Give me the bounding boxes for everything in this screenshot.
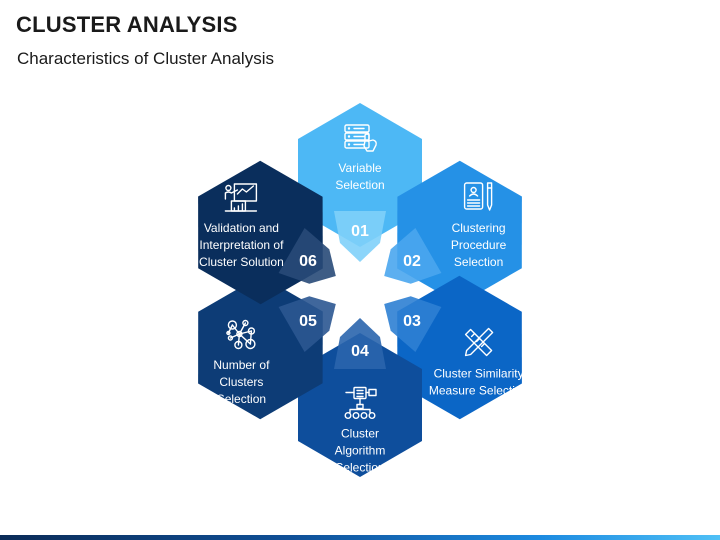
document-pen-icon xyxy=(463,182,493,211)
segment-number: 05 xyxy=(299,313,317,330)
number-tab xyxy=(334,318,386,369)
segment-label-line: Measure Selection xyxy=(429,384,528,398)
presentation-chart-icon xyxy=(224,183,258,212)
number-tab xyxy=(278,296,336,352)
segment-label-line: Cluster Solution xyxy=(199,255,284,269)
segment-label-line: Cluster xyxy=(341,427,379,441)
segment-number: 01 xyxy=(351,223,369,240)
segment-label-line: Validation and xyxy=(204,221,279,235)
segment-label-line: Interpretation of xyxy=(199,238,284,252)
number-tab xyxy=(278,228,336,284)
number-tab xyxy=(384,228,442,284)
bottom-accent-bar xyxy=(0,535,720,540)
segment-label-line: Selection xyxy=(335,461,384,475)
segment-label-line: Clusters xyxy=(219,375,263,389)
segment-label-line: Cluster Similarity xyxy=(434,367,524,381)
number-tab xyxy=(334,211,386,262)
segment-label-line: Variable xyxy=(338,161,381,175)
segment-label-line: Selection xyxy=(335,178,384,192)
segment-number: 04 xyxy=(351,343,369,360)
segment-number: 06 xyxy=(299,253,317,270)
segment-number: 02 xyxy=(403,253,421,270)
server-hand-icon xyxy=(344,124,377,152)
ruler-pencil-icon xyxy=(464,327,494,357)
page-subtitle: Characteristics of Cluster Analysis xyxy=(17,49,274,68)
segment-label-line: Number of xyxy=(213,358,270,372)
hexagon-shape xyxy=(298,103,422,247)
segment-label-line: Clustering xyxy=(452,221,506,235)
segment-label-line: Procedure xyxy=(451,238,507,252)
segment-label-line: Selection xyxy=(217,392,266,406)
number-tab xyxy=(384,296,442,352)
algorithm-tree-icon xyxy=(344,386,377,419)
segment-label-line: Selection xyxy=(454,255,503,269)
segment-label-line: Algorithm xyxy=(335,444,386,458)
page-title: CLUSTER ANALYSIS xyxy=(16,12,238,37)
segment-number: 03 xyxy=(403,313,421,330)
network-nodes-icon xyxy=(226,319,256,350)
